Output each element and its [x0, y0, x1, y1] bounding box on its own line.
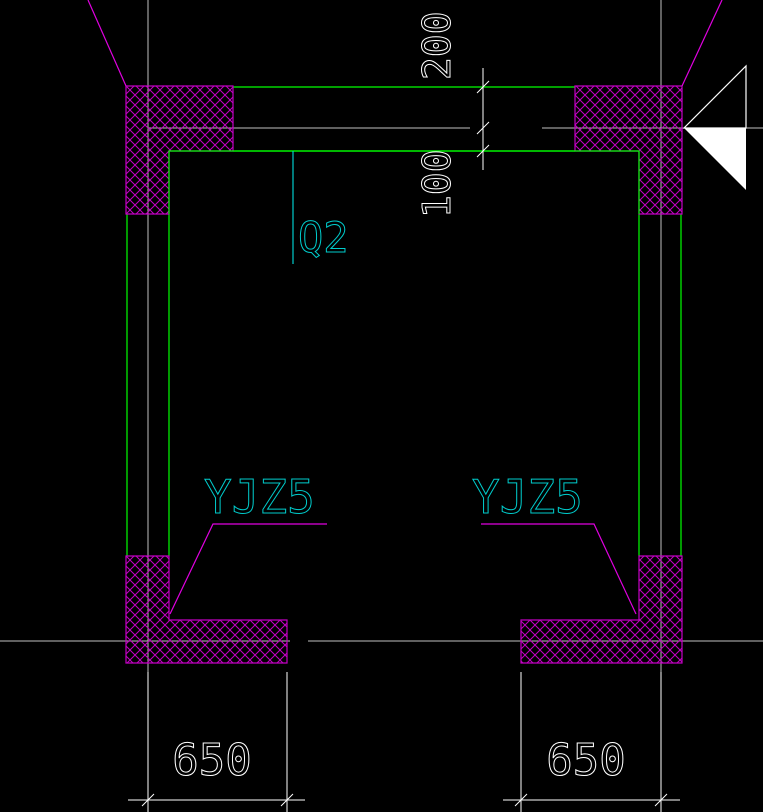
triangle-section-marker-icon: [682, 64, 747, 190]
inner-boundary-top: [168, 150, 640, 214]
inner-boundary: [168, 150, 640, 214]
column-top-left: [125, 85, 234, 215]
dim-tick-right-1: [514, 793, 528, 807]
dim-tick-3: [476, 144, 490, 158]
leader-yjz5-left: [169, 523, 327, 615]
wall-outlines: [126, 86, 682, 556]
section-marker-fill: [684, 128, 746, 190]
dim-tick-1: [476, 80, 490, 94]
dimension-text-650-right: 650: [546, 735, 625, 786]
leader-top-right-diagonal: [681, 0, 723, 87]
dimension-text-650-left: 650: [172, 735, 251, 786]
dim-tick-left-1: [141, 793, 155, 807]
dimension-text-200: 200: [415, 11, 459, 80]
column-top-right: [574, 85, 683, 215]
wall-tag-q2: Q2: [298, 213, 349, 262]
dim-tick-right-2: [654, 793, 668, 807]
dim-tick-left-2: [280, 793, 294, 807]
column-bottom-left-yjz5: [125, 555, 288, 664]
leader-top-left-diagonal: [87, 0, 127, 87]
leader-yjz5-right: [481, 523, 637, 615]
column-shapes: [125, 85, 683, 664]
column-label-right: YJZ5: [472, 470, 583, 524]
dim-tick-2: [476, 121, 490, 135]
column-label-left: YJZ5: [204, 470, 315, 524]
column-bottom-right-yjz5: [520, 555, 683, 664]
top-dimension: [476, 68, 490, 170]
bottom-dimension: [128, 672, 680, 812]
dimension-text-100: 100: [415, 149, 459, 218]
leader-lines: [87, 0, 723, 615]
section-marker-outline: [682, 64, 747, 129]
